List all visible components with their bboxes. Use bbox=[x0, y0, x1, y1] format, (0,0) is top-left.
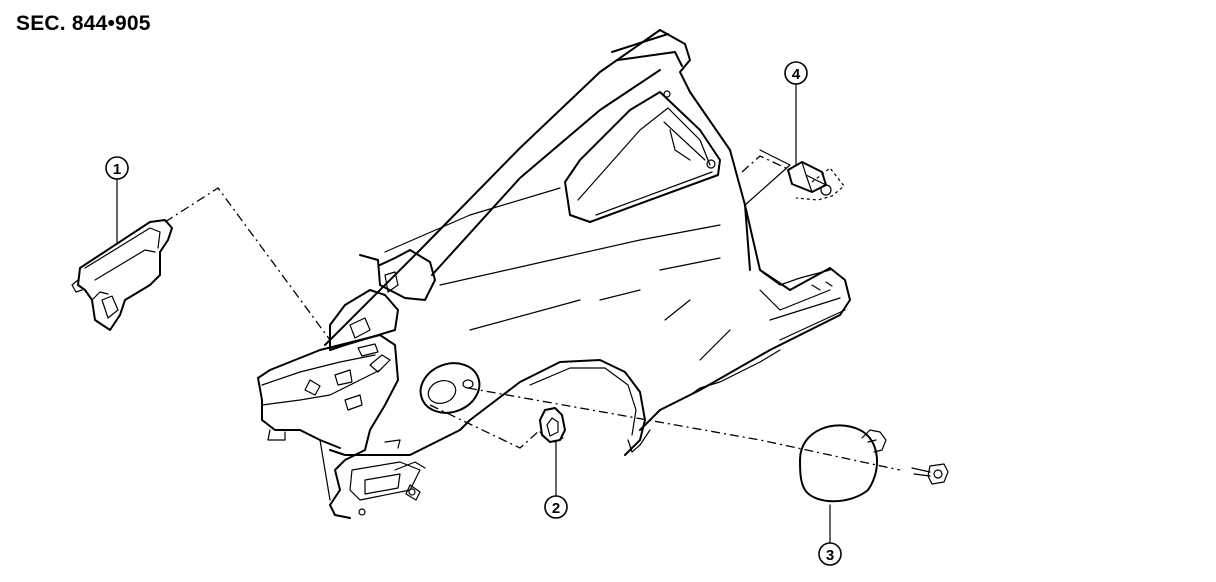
callout-1-label: 1 bbox=[113, 161, 121, 178]
leader-3 bbox=[467, 387, 901, 471]
leader-1 bbox=[164, 187, 331, 341]
callout-4: 4 bbox=[784, 61, 808, 167]
callout-2: 2 bbox=[544, 441, 568, 519]
screw bbox=[911, 463, 949, 485]
section-code: SEC. 844•905 bbox=[16, 12, 151, 35]
callout-3: 3 bbox=[818, 504, 842, 566]
fuel-filler-lid bbox=[799, 424, 887, 503]
grommet bbox=[539, 407, 566, 443]
leader-4a bbox=[741, 155, 791, 173]
callout-2-label: 2 bbox=[552, 500, 560, 517]
leader-2 bbox=[429, 404, 541, 449]
callout-4-label: 4 bbox=[792, 66, 801, 83]
lid-opener-actuator bbox=[787, 161, 845, 201]
callout-3-label: 3 bbox=[826, 547, 834, 564]
rear-quarter-panel bbox=[257, 29, 851, 519]
callout-1: 1 bbox=[105, 156, 129, 243]
inner-panel-bracket bbox=[71, 219, 173, 331]
